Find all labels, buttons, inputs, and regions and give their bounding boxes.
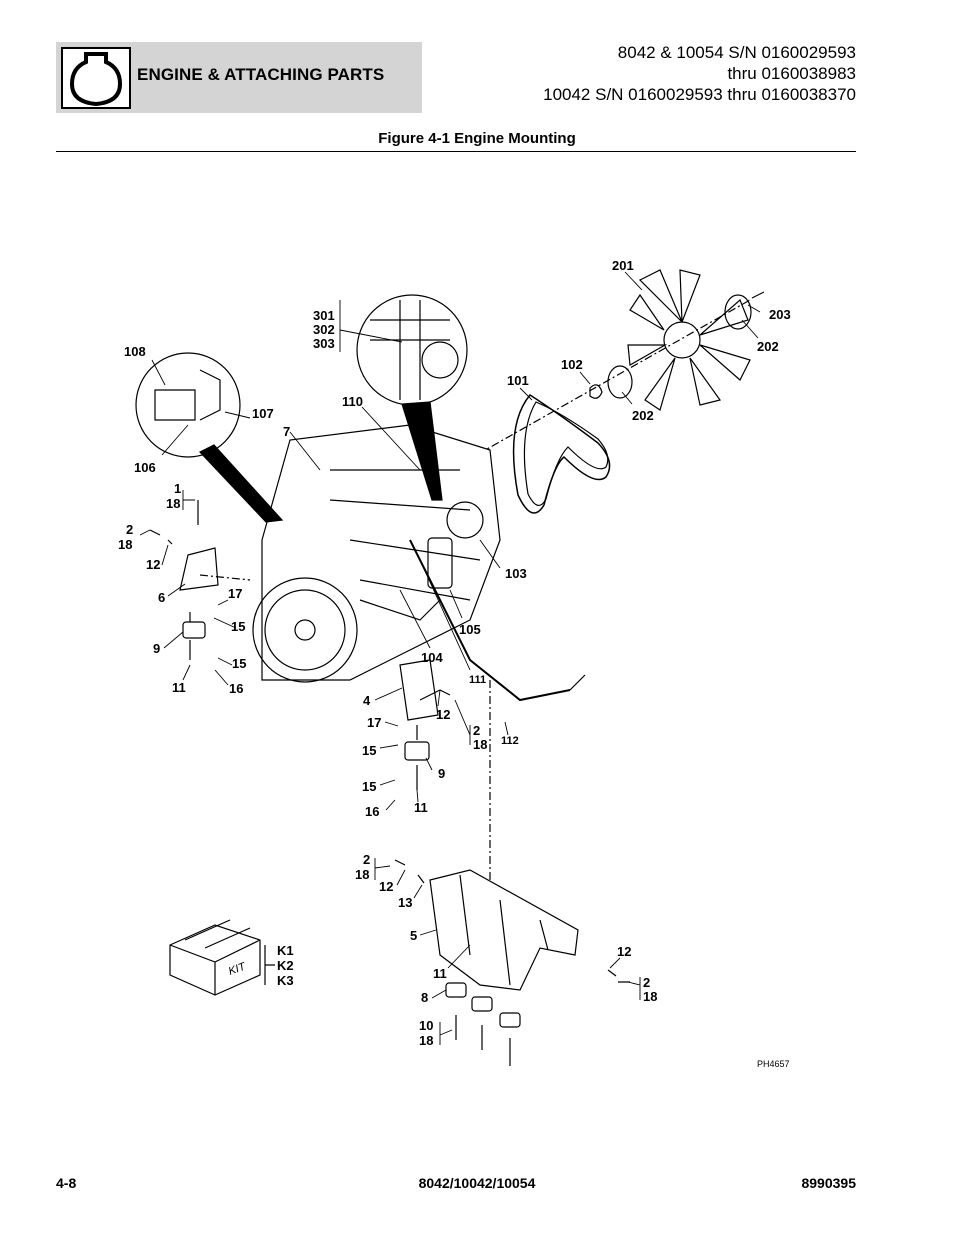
- callout-12: 12: [436, 707, 450, 722]
- kit-box-drawing: [169, 919, 275, 996]
- serial-number-range: 8042 & 10054 S/N 0160029593 thru 0160038…: [543, 42, 856, 105]
- callout-2: 2: [363, 852, 370, 867]
- callout-303: 303: [313, 336, 335, 351]
- callout-4: 4: [363, 693, 371, 708]
- callout-k1: K1: [277, 943, 294, 958]
- callout-1: 1: [174, 481, 181, 496]
- leader-lines: [139, 271, 761, 1045]
- callout-104: 104: [421, 650, 443, 665]
- callout-15: 15: [362, 779, 376, 794]
- callout-16: 16: [365, 804, 379, 819]
- callout-202: 202: [632, 408, 654, 423]
- callout-18: 18: [419, 1033, 433, 1048]
- callout-108: 108: [124, 344, 146, 359]
- callout-2: 2: [473, 723, 480, 738]
- callout-110: 110: [342, 394, 363, 409]
- callout-7: 7: [283, 424, 290, 439]
- drawing-number: PH4657: [757, 1059, 790, 1069]
- callout-6: 6: [158, 590, 165, 605]
- callout-k3: K3: [277, 973, 294, 988]
- engine-block-drawing: [252, 424, 586, 702]
- callout-11: 11: [433, 966, 447, 981]
- callout-18: 18: [473, 737, 487, 752]
- callout-107: 107: [252, 406, 274, 421]
- kit-box-label: KIT: [227, 960, 248, 978]
- callout-5: 5: [410, 928, 417, 943]
- callout-203: 203: [769, 307, 791, 322]
- fan-drawing: [449, 269, 765, 471]
- callout-8: 8: [421, 990, 428, 1005]
- callout-13: 13: [398, 895, 412, 910]
- callout-15: 15: [362, 743, 376, 758]
- callout-106: 106: [134, 460, 156, 475]
- serial-line: thru 0160038983: [727, 64, 856, 83]
- center-bracket-drawing: [399, 659, 491, 880]
- callout-16: 16: [229, 681, 243, 696]
- left-bracket-drawing: [149, 500, 251, 660]
- callout-15: 15: [231, 619, 245, 634]
- callout-112: 112: [501, 735, 519, 747]
- figure-title: Figure 4-1 Engine Mounting: [378, 130, 576, 147]
- header-divider: [56, 151, 856, 152]
- callout-103: 103: [505, 566, 527, 581]
- callout-2: 2: [643, 975, 650, 990]
- footer-doc-number: 8990395: [801, 1175, 856, 1191]
- callout-105: 105: [459, 622, 481, 637]
- callout-11: 11: [172, 680, 186, 695]
- engine-section-icon: [61, 47, 131, 109]
- lower-frame-drawing: [394, 859, 630, 1066]
- callout-12: 12: [146, 557, 160, 572]
- callout-12: 12: [379, 879, 393, 894]
- callout-12: 12: [617, 944, 631, 959]
- callout-101: 101: [507, 373, 529, 388]
- serial-line: 8042 & 10054 S/N 0160029593: [617, 43, 856, 62]
- belt-drawing: [512, 394, 611, 514]
- callout-9: 9: [153, 641, 160, 656]
- callout-17: 17: [228, 586, 242, 601]
- callout-202: 202: [757, 339, 779, 354]
- page-number: 4-8: [56, 1175, 77, 1191]
- callout-102: 102: [561, 357, 583, 372]
- callout-201: 201: [612, 258, 634, 273]
- callout-15: 15: [232, 656, 246, 671]
- callout-18: 18: [643, 989, 657, 1004]
- serial-line: 10042 S/N 0160029593 thru 0160038370: [543, 85, 856, 104]
- callout-10: 10: [419, 1018, 433, 1033]
- footer-models: 8042/10042/10054: [418, 1175, 536, 1191]
- callout-k2: K2: [277, 958, 294, 973]
- section-title: ENGINE & ATTACHING PARTS: [137, 65, 385, 84]
- callout-111: 111: [469, 674, 486, 686]
- callout-9: 9: [438, 766, 445, 781]
- callout-18: 18: [166, 496, 180, 511]
- callout-301: 301: [313, 308, 335, 323]
- callout-302: 302: [313, 322, 335, 337]
- callout-labels: 201 203 202 202 102 101 301 302 303 108 …: [118, 258, 791, 1069]
- callout-18: 18: [355, 867, 369, 882]
- callout-18: 18: [118, 537, 132, 552]
- callout-11: 11: [414, 800, 428, 815]
- callout-2: 2: [126, 522, 133, 537]
- callout-17: 17: [367, 715, 381, 730]
